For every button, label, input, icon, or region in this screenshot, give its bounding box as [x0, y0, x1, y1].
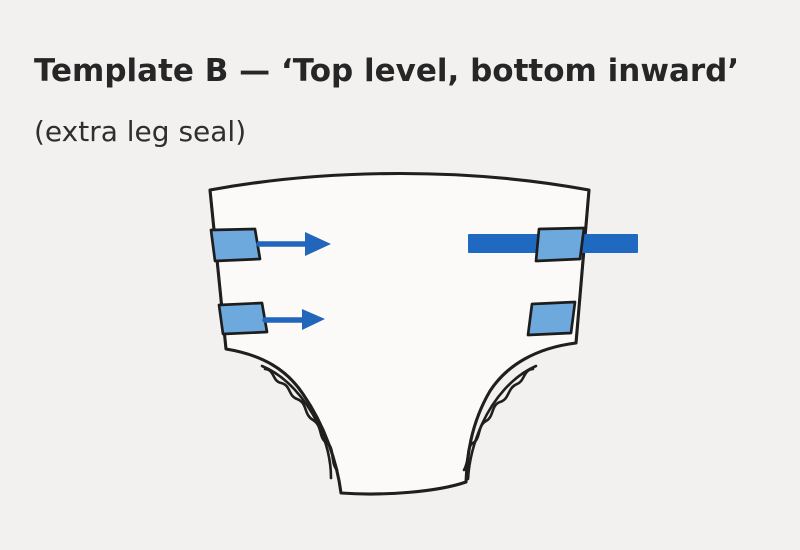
left-top-fastening-tab	[209, 227, 262, 263]
diagram-title: Template B — ‘Top level, bottom inward’	[34, 53, 740, 89]
right-leg-cuff	[462, 364, 538, 481]
right-arrow-icon	[262, 309, 325, 330]
right-bottom-fastening-tab	[526, 300, 577, 337]
right-arrow-icon	[256, 232, 331, 256]
left-bottom-fastening-tab	[217, 301, 269, 336]
left-leg-cuff	[260, 364, 339, 480]
right-top-fastening-tab	[534, 226, 586, 263]
diagram-subtitle: (extra leg seal)	[34, 115, 247, 148]
